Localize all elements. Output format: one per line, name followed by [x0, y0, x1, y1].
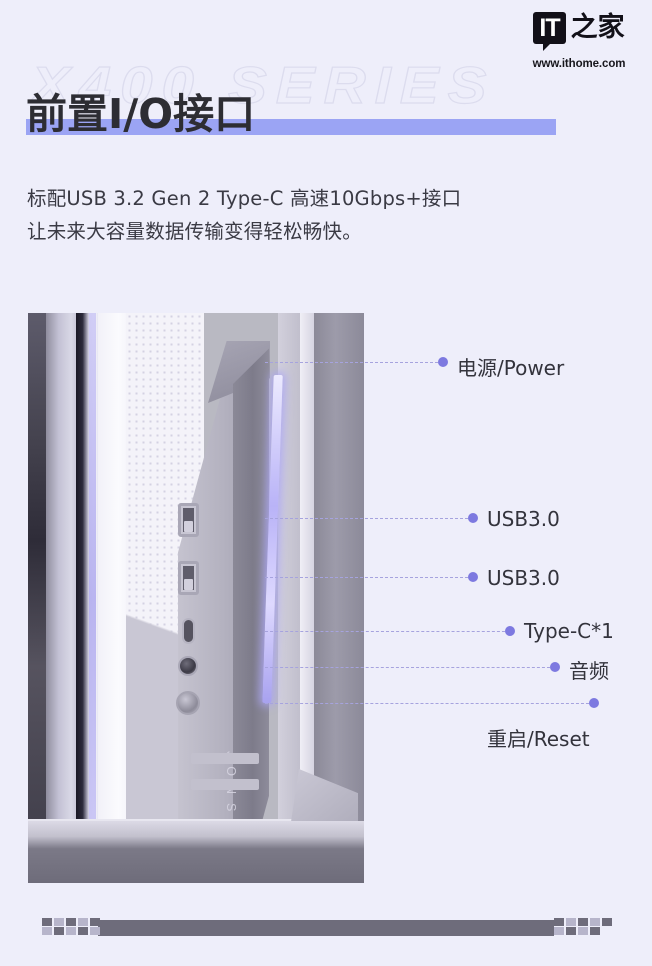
reset-button-hw	[176, 691, 200, 715]
subtitle-line-1: 标配USB 3.2 Gen 2 Type-C 高速10Gbps+接口	[27, 187, 462, 210]
photo-right-highlight	[300, 313, 314, 883]
callout-label-usb2: USB3.0	[487, 566, 560, 590]
page-title: 前置I/O接口	[26, 90, 256, 138]
footer-checker	[590, 927, 600, 935]
logo-row: IT 之家	[524, 12, 634, 54]
footer-checker	[590, 918, 600, 926]
subtitle-block: 标配USB 3.2 Gen 2 Type-C 高速10Gbps+接口 让未来大容…	[27, 182, 527, 248]
callout-line-usb1	[265, 518, 473, 519]
callout-label-usb1: USB3.0	[487, 507, 560, 531]
callout-dot-reset	[589, 698, 599, 708]
callout-line-power	[265, 362, 443, 363]
footer-checker	[66, 918, 76, 926]
callout-line-typec	[265, 631, 510, 632]
footer-checker	[78, 918, 88, 926]
audio-jack-port	[178, 656, 198, 676]
callout-line-reset	[265, 703, 594, 704]
title-block: X400 SERIES 前置I/O接口	[26, 56, 586, 143]
callout-label-audio: 音频	[569, 659, 609, 683]
callout-dot-usb2	[468, 572, 478, 582]
usb-port-2	[178, 561, 199, 595]
footer-checker	[66, 927, 76, 935]
footer-checker	[54, 927, 64, 935]
callout-line-audio	[265, 667, 555, 668]
footer-checker	[42, 927, 52, 935]
footer-checker	[578, 927, 588, 935]
logo-url: www.ithome.com	[532, 58, 626, 70]
photo-rgb-glow	[89, 313, 96, 883]
footer-solid-bar	[98, 920, 554, 936]
footer-checker	[602, 918, 612, 926]
site-logo: IT 之家 www.ithome.com	[524, 12, 634, 70]
footer-checker	[554, 927, 564, 935]
footer-checker	[554, 918, 564, 926]
photo-base	[28, 821, 364, 883]
photo-branding-strip	[233, 348, 269, 860]
footer-checker	[78, 927, 88, 935]
logo-chinese-mark: 之家	[570, 12, 625, 43]
callout-dot-usb1	[468, 513, 478, 523]
logo-it-mark: IT	[533, 12, 566, 51]
type-c-port	[182, 618, 195, 644]
callout-line-usb2	[265, 577, 473, 578]
footer-checker	[42, 918, 52, 926]
footer-checker	[578, 918, 588, 926]
callout-label-typec: Type-C*1	[524, 619, 614, 643]
footer-checker	[90, 927, 100, 935]
callout-dot-power	[438, 357, 448, 367]
vent-slot-1	[191, 753, 259, 764]
footer-checker	[54, 918, 64, 926]
callout-label-power: 电源/Power	[457, 356, 565, 380]
vent-slot-2	[191, 779, 259, 790]
callout-dot-audio	[550, 662, 560, 672]
ghost-series-title: X400 SERIES	[30, 56, 496, 115]
footer-decoration-bar	[42, 917, 612, 939]
footer-checker	[90, 918, 100, 926]
footer-checker	[566, 927, 576, 935]
title-underline	[26, 119, 556, 135]
usb-port-1	[178, 503, 199, 537]
callout-label-reset: 重启/Reset	[487, 727, 590, 751]
product-photo: JONSBO X400	[28, 313, 364, 883]
subtitle-line-2: 让未来大容量数据传输变得轻松畅快。	[27, 220, 362, 243]
footer-checker	[566, 918, 576, 926]
callout-dot-typec	[505, 626, 515, 636]
